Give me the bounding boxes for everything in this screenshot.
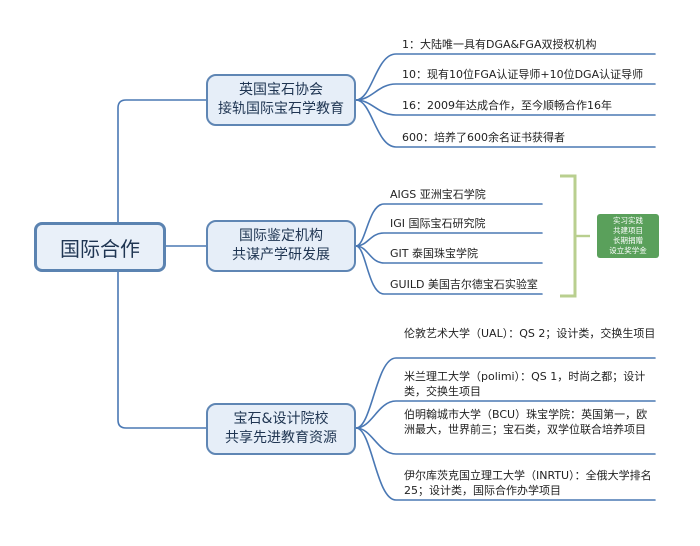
leaf-item[interactable]: 600：培养了600余名证书获得者 xyxy=(402,131,565,144)
branch-label-line2: 接轨国际宝石学教育 xyxy=(218,101,344,117)
tag-line: 设立奖学金 xyxy=(609,246,647,255)
leaf-item[interactable]: 1：大陆唯一具有DGA&FGA双授权机构 xyxy=(402,38,597,51)
leaf-item[interactable]: 16：2009年达成合作，至今顺畅合作16年 xyxy=(402,99,612,112)
branch-label-line1: 国际鉴定机构 xyxy=(239,228,323,244)
link-b2-item-4 xyxy=(355,245,543,295)
leaf-item[interactable]: AIGS 亚洲宝石学院 xyxy=(390,188,486,201)
cooperation-tag[interactable]: 实习实践 共建项目 长期捐赠 设立奖学金 xyxy=(597,214,659,258)
leaf-item[interactable]: 伊尔库茨克国立理工大学（INRTU）：全俄大学排名25；设计类，国际合作办学项目 xyxy=(404,469,652,497)
link-root-branch-1 xyxy=(117,99,207,223)
link-b1-item-4 xyxy=(355,99,656,148)
leaf-item[interactable]: 米兰理工大学（polimi）：QS 1，时尚之都；设计类，交换生项目 xyxy=(404,370,646,398)
leaf-item[interactable]: 伦敦艺术大学（UAL）：QS 2；设计类，交换生项目 xyxy=(404,327,656,340)
link-b1-item-2 xyxy=(355,83,656,101)
link-root-branch-3 xyxy=(117,271,207,429)
tag-line: 实习实践 xyxy=(613,216,643,225)
branch-node-appraisal-institutions[interactable]: 国际鉴定机构 共谋产学研发展 xyxy=(206,220,356,272)
leaf-item[interactable]: 伯明翰城市大学（BCU）珠宝学院：英国第一，欧洲最大，世界前三；宝石类，双学位联… xyxy=(404,408,648,436)
branch-label-line2: 共享先进教育资源 xyxy=(225,430,337,446)
leaf-item[interactable]: IGI 国际宝石研究院 xyxy=(390,217,486,230)
branch-node-design-schools[interactable]: 宝石&设计院校 共享先进教育资源 xyxy=(206,403,356,455)
link-b3-item-2 xyxy=(355,400,656,429)
root-node[interactable]: 国际合作 xyxy=(34,222,166,272)
branch-label-line2: 共谋产学研发展 xyxy=(232,247,330,263)
leaf-item[interactable]: GIT 泰国珠宝学院 xyxy=(390,247,478,260)
leaf-item[interactable]: GUILD 美国吉尔德宝石实验室 xyxy=(390,278,538,291)
link-b2-item-1 xyxy=(355,203,543,247)
tag-line: 共建项目 xyxy=(613,226,643,235)
link-b3-item-3 xyxy=(355,427,656,455)
leaf-item[interactable]: 10：现有10位FGA认证导师+10位DGA认证导师 xyxy=(402,68,644,81)
link-b3-item-1 xyxy=(355,357,656,429)
root-label: 国际合作 xyxy=(60,236,140,261)
link-b2-item-2 xyxy=(355,232,543,247)
link-b2-item-3 xyxy=(355,245,543,264)
bracket xyxy=(560,174,577,298)
link-b3-item-4 xyxy=(355,427,656,501)
tag-line: 长期捐赠 xyxy=(613,236,643,245)
branch-node-gem-association[interactable]: 英国宝石协会 接轨国际宝石学教育 xyxy=(206,74,356,126)
branch-label-line1: 宝石&设计院校 xyxy=(233,411,329,427)
link-b1-item-1 xyxy=(355,53,656,101)
branch-label-line1: 英国宝石协会 xyxy=(239,82,323,98)
